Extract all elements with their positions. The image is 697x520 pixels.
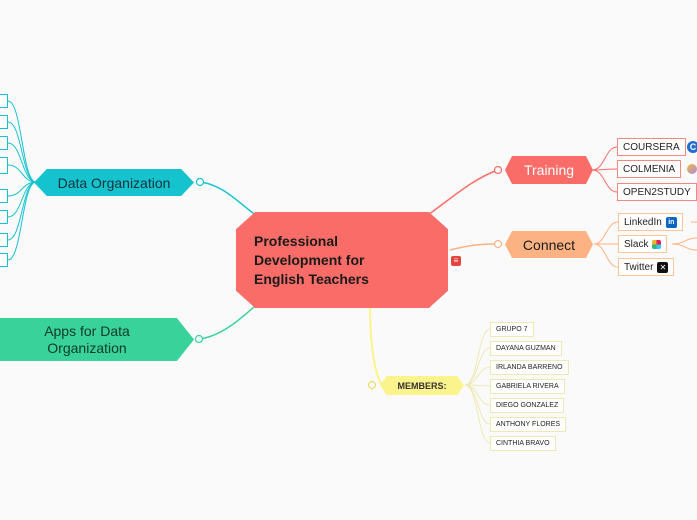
topic-apps-for-data-organization[interactable]: Apps for Data Organization [0, 318, 194, 361]
item-label: DAYANA GUZMAN [496, 345, 556, 352]
data-org-leaf[interactable] [0, 210, 8, 224]
item-label: GRUPO 7 [496, 326, 528, 333]
x-twitter-icon: ✕ [657, 261, 669, 273]
topic-training[interactable]: Training [505, 156, 593, 184]
topic-data-organization[interactable]: Data Organization [34, 169, 194, 196]
topic-label-line-1: Apps for Data [44, 322, 130, 339]
item-label: OPEN2STUDY [623, 186, 691, 198]
data-org-leaf[interactable] [0, 189, 8, 203]
topic-connect[interactable]: Connect [505, 231, 593, 258]
topic-label-line-2: Organization [47, 339, 127, 356]
member-item[interactable]: IRLANDA BARRENO [490, 360, 569, 375]
data-org-leaf[interactable] [0, 94, 8, 108]
item-label: DIEGO GONZALEZ [496, 402, 559, 409]
member-item[interactable]: ANTHONY FLORES [490, 417, 567, 432]
coursera-logo-icon: C [687, 141, 697, 153]
training-item-colmenia[interactable]: COLMENIA [617, 160, 682, 178]
training-item-open2study[interactable]: OPEN2STUDY [617, 183, 697, 201]
slack-icon [652, 239, 662, 249]
data-org-leaf[interactable] [0, 115, 8, 129]
topic-label: Data Organization [57, 174, 171, 191]
topic-label: MEMBERS: [397, 380, 447, 391]
item-label: Slack [624, 238, 649, 250]
central-line-1: Professional [254, 232, 339, 249]
topic-members[interactable]: MEMBERS: [380, 376, 464, 395]
connect-item-slack[interactable]: Slack [618, 235, 668, 253]
data-org-leaf[interactable] [0, 136, 8, 150]
training-item-coursera[interactable]: COURSERA [617, 138, 686, 156]
linkedin-icon: in [665, 216, 677, 228]
item-label: Twitter [624, 261, 654, 273]
central-line-3: English Teachers [254, 270, 369, 287]
connect-item-twitter[interactable]: Twitter ✕ [618, 258, 675, 276]
topic-label: Training [523, 162, 575, 178]
item-label: IRLANDA BARRENO [496, 364, 563, 371]
topic-label: Connect [522, 236, 576, 253]
item-label: CINTHIA BRAVO [496, 440, 550, 447]
item-label: GABRIELA RIVERA [496, 383, 559, 390]
item-label: ANTHONY FLORES [496, 421, 561, 428]
connect-item-linkedin[interactable]: LinkedIn in [618, 213, 683, 231]
data-org-leaf[interactable] [0, 233, 8, 247]
member-item[interactable]: DIEGO GONZALEZ [490, 398, 565, 413]
item-label: COLMENIA [623, 163, 676, 175]
central-line-2: Development for [254, 251, 365, 268]
central-topic[interactable]: Professional Development for English Tea… [236, 212, 448, 308]
item-label: LinkedIn [624, 216, 662, 228]
member-item[interactable]: DAYANA GUZMAN [490, 341, 562, 356]
notes-icon[interactable]: ≡ [451, 256, 461, 266]
member-item[interactable]: CINTHIA BRAVO [490, 436, 556, 451]
item-label: COURSERA [623, 141, 680, 153]
data-org-leaf[interactable] [0, 253, 8, 267]
data-org-leaf[interactable] [0, 157, 8, 174]
member-item[interactable]: GRUPO 7 [490, 322, 534, 337]
member-item[interactable]: GABRIELA RIVERA [490, 379, 565, 394]
colmenia-logo-icon [687, 164, 697, 174]
